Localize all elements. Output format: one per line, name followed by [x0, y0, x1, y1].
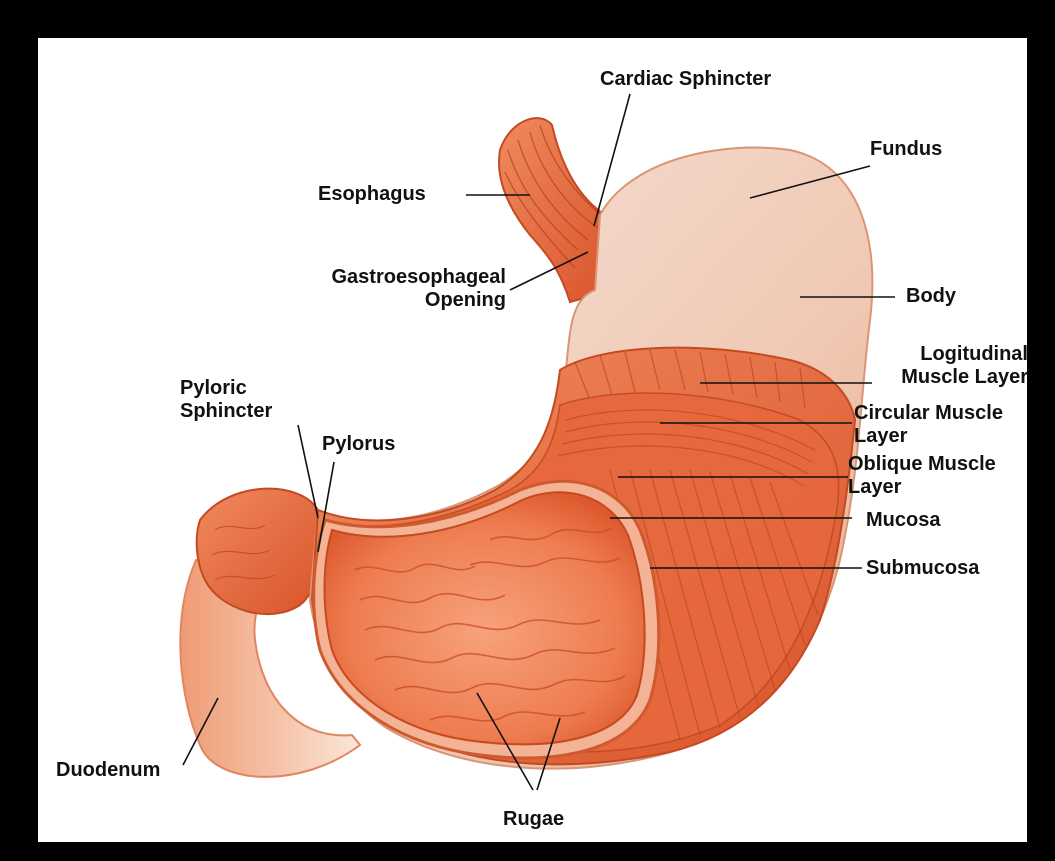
label-pyloric-line1: Pyloric: [180, 377, 272, 400]
pylorus-shape: [197, 489, 323, 614]
label-gastroesophageal-line1: Gastroesophageal: [280, 266, 506, 289]
label-longitudinal-muscle-layer: Logitudinal Muscle Layer: [860, 343, 1028, 389]
label-esophagus: Esophagus: [318, 183, 426, 206]
label-rugae: Rugae: [503, 808, 564, 831]
label-longitudinal-line2: Muscle Layer: [860, 366, 1028, 389]
label-pylorus: Pylorus: [322, 433, 395, 456]
label-submucosa: Submucosa: [866, 557, 979, 580]
label-gastroesophageal-line2: Opening: [280, 289, 506, 312]
label-circular-muscle-layer: Circular Muscle Layer: [854, 402, 1003, 448]
label-cardiac-sphincter: Cardiac Sphincter: [600, 68, 771, 91]
label-body: Body: [906, 285, 956, 308]
label-oblique-muscle-layer: Oblique Muscle Layer: [848, 453, 996, 499]
label-pyloric-line2: Sphincter: [180, 400, 272, 423]
label-duodenum: Duodenum: [56, 759, 160, 782]
label-pyloric-sphincter: Pyloric Sphincter: [180, 377, 272, 423]
label-oblique-line1: Oblique Muscle: [848, 453, 996, 476]
label-gastroesophageal-opening: Gastroesophageal Opening: [280, 266, 506, 312]
label-mucosa: Mucosa: [866, 509, 940, 532]
label-longitudinal-line1: Logitudinal: [860, 343, 1028, 366]
label-circular-line2: Layer: [854, 425, 1003, 448]
label-oblique-line2: Layer: [848, 476, 996, 499]
label-circular-line1: Circular Muscle: [854, 402, 1003, 425]
label-fundus: Fundus: [870, 138, 942, 161]
